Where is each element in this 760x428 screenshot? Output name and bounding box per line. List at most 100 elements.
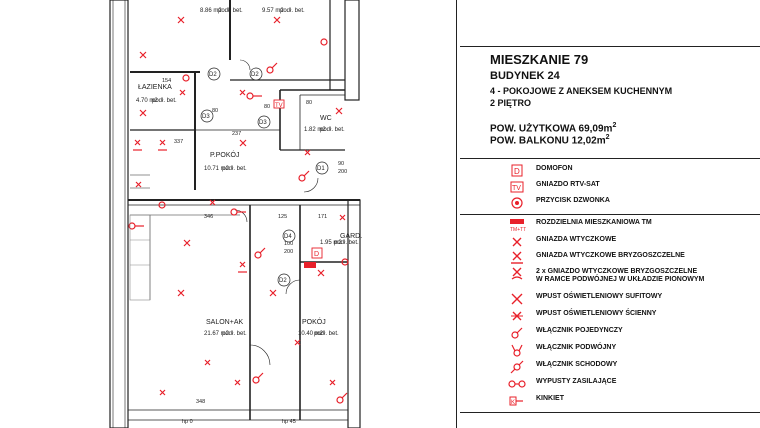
- room-6-area: 1.95 m2: [320, 240, 342, 246]
- single-switch-icon: [511, 327, 523, 339]
- svg-text:TM+TT: TM+TT: [510, 227, 526, 232]
- room-8-floor: podł. bet.: [314, 331, 339, 337]
- kitchen-cabinets: [129, 214, 151, 301]
- tv-socket-icon: TV: [510, 181, 524, 193]
- door-d2-c: D2: [277, 273, 291, 287]
- svg-text:D2: D2: [209, 72, 217, 78]
- double-switch-icon: [511, 344, 523, 357]
- room-6-floor: podł. bet.: [334, 240, 359, 246]
- door-d2-b: D2: [249, 67, 263, 81]
- floor-plan: 8.86 m2 podł. bet. 9.57 m2 podł. bet. ŁA…: [109, 0, 362, 428]
- legend-row-intercom: D DOMOFON: [460, 164, 760, 178]
- room-3-name: ŁAZIENKA: [138, 84, 172, 91]
- legend-rule-2: [460, 158, 760, 159]
- room-4-area: 10.71 m2: [204, 166, 230, 172]
- distribution-board-icon: [304, 262, 316, 268]
- svg-text:D1: D1: [317, 166, 325, 172]
- electrical-symbols: [128, 16, 349, 404]
- legend-row-ceiling-light: WPUST OŚWIETLENIOWY SUFITOWY: [460, 292, 760, 306]
- dim-4: 346: [204, 214, 213, 220]
- apartment-title: MIESZKANIE 79: [490, 52, 589, 67]
- ceiling-light-outlet-icon: [511, 293, 523, 305]
- room-5-name: WC: [320, 115, 332, 122]
- legend-row-staircase-switch: WŁĄCZNIK SCHODOWY: [460, 360, 760, 374]
- dim-2: 337: [174, 139, 183, 145]
- dim-13: 100: [284, 241, 293, 247]
- dim-8: 90: [338, 161, 344, 167]
- legend-row-doorbell: PRZYCISK DZWONKA: [460, 196, 760, 210]
- svg-text:TV: TV: [512, 185, 521, 192]
- svg-text:D: D: [314, 251, 319, 258]
- legend-row-wall-light: WPUST OŚWIETLENIOWY ŚCIENNY: [460, 309, 760, 323]
- legend-row-tv: TV GNIAZDO RTV-SAT: [460, 180, 760, 194]
- svg-text:K: K: [511, 400, 515, 406]
- height-2: hp 45: [282, 419, 296, 425]
- double-splashproof-socket-icon: [511, 267, 523, 280]
- room-8-area: 10.40 m2: [298, 331, 324, 337]
- single-switch-icon: [252, 62, 348, 404]
- dim-10: 80: [212, 108, 218, 114]
- tv-socket-icon: TV: [273, 99, 285, 109]
- legend-row-distribution: TM+TT ROZDZIELNIA MIESZKANIOWA TM: [510, 219, 652, 232]
- legend-row-power-outlet: WYPUSTY ZASILAJĄCE: [460, 377, 760, 391]
- legend-rule-3: [460, 214, 760, 215]
- legend-row-socket: GNIAZDA WTYCZKOWE: [460, 235, 760, 249]
- balcony-area: POW. BALKONU 12,02m2: [490, 134, 610, 147]
- intercom-icon: D: [511, 164, 523, 177]
- apartment-type: 4 - POKOJOWE Z ANEKSEM KUCHENNYM: [490, 86, 673, 96]
- room-1-floor: podł. bet.: [218, 8, 243, 14]
- door-d4: D4: [282, 229, 296, 243]
- splashproof-socket-icon: [511, 251, 523, 264]
- door-d1: D1: [315, 161, 329, 175]
- interior-walls: [128, 0, 348, 421]
- distribution-board-icon: TM+TT: [510, 219, 526, 232]
- legend-panel: MIESZKANIE 79 BUDYNEK 24 4 - POKOJOWE Z …: [460, 0, 760, 428]
- wall-light-outlet-icon: [511, 311, 523, 321]
- dim-6: 171: [318, 214, 327, 220]
- dim-12: 80: [306, 100, 312, 106]
- room-4-floor: podł. bet.: [222, 166, 247, 172]
- building-label: BUDYNEK 24: [490, 70, 560, 82]
- dim-3: 237: [232, 131, 241, 137]
- dim-9: 200: [338, 169, 347, 175]
- legend-row-wall-lamp: K KINKIET: [460, 394, 760, 408]
- height-1: hp 0: [182, 419, 193, 425]
- svg-text:D2: D2: [279, 278, 287, 284]
- room-3-area: 4.70 m2: [136, 98, 158, 104]
- staircase-switch-icon: [510, 360, 524, 374]
- room-3-floor: podł. bet.: [152, 98, 177, 104]
- room-8-name: POKÓJ: [302, 317, 326, 326]
- power-outlet-icon: [128, 92, 262, 230]
- svg-text:D3: D3: [259, 120, 267, 126]
- power-outlet-icon: [508, 380, 526, 388]
- room-labels: 8.86 m2 podł. bet. 9.57 m2 podł. bet. ŁA…: [136, 8, 362, 337]
- legend-row-double-switch: WŁĄCZNIK PODWÓJNY: [460, 343, 760, 357]
- room-6-name: GARD.: [340, 233, 362, 240]
- usable-area: POW. UŻYTKOWA 69,09m2: [490, 122, 617, 135]
- intercom-icon: D: [311, 247, 323, 259]
- door-markers: D2 D2 D3 D3 D1 D4 D2: [200, 67, 329, 287]
- ceiling-light-outlet-icon: [139, 16, 343, 297]
- room-5-area: 1.82 m2: [304, 127, 326, 133]
- room-5-floor: podł. bet.: [320, 127, 345, 133]
- dim-7: 348: [196, 399, 205, 405]
- splashproof-socket-icon: [133, 139, 247, 273]
- divider: [456, 0, 457, 428]
- wall-socket-icon: [135, 89, 346, 396]
- room-7-floor: podł. bet.: [222, 331, 247, 337]
- legend-top-rule: [460, 46, 760, 47]
- dimension-labels: 154 337 237 346 125 171 348 90 200 80 80…: [162, 78, 347, 425]
- svg-text:D2: D2: [251, 72, 259, 78]
- legend-bottom-rule: [460, 412, 760, 413]
- dim-5: 125: [278, 214, 287, 220]
- wall-light-outlet-icon: [158, 38, 349, 266]
- dim-1: 154: [162, 78, 171, 84]
- svg-text:TV: TV: [275, 103, 283, 109]
- door-d3-a: D3: [200, 109, 214, 123]
- svg-text:D: D: [514, 167, 520, 176]
- floor-label: 2 PIĘTRO: [490, 98, 532, 108]
- dim-11: 80: [264, 104, 270, 110]
- room-1-area: 8.86 m2: [200, 8, 222, 14]
- door-d2-a: D2: [207, 67, 221, 81]
